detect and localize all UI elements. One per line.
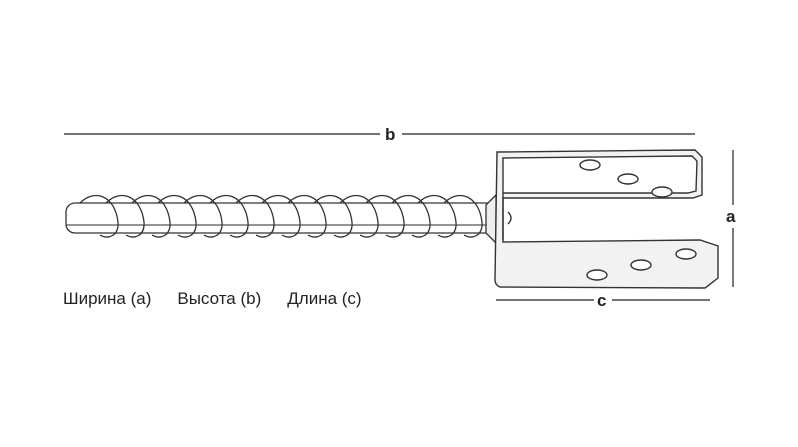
dimension-c: c — [496, 291, 710, 310]
dimension-b: b — [64, 125, 695, 144]
bracket-hole — [586, 269, 608, 281]
dimension-b-label: b — [385, 125, 395, 144]
screw-shaft — [65, 193, 497, 245]
u-bracket — [494, 149, 719, 289]
dimension-c-label: c — [597, 291, 606, 310]
bracket-hole — [630, 259, 652, 271]
dimension-a-label: a — [726, 207, 736, 226]
bracket-hole — [579, 159, 601, 171]
legend-length: Длина (c) — [287, 289, 362, 308]
bracket-hole — [675, 248, 697, 260]
dimension-legend: Ширина (a) Высота (b) Длина (c) — [63, 289, 362, 309]
legend-width: Ширина (a) — [63, 289, 152, 308]
screw-thread — [79, 194, 483, 238]
bracket-hole — [617, 173, 639, 185]
legend-height: Высота (b) — [177, 289, 262, 308]
dimension-a: a — [726, 150, 736, 287]
bracket-hole — [651, 186, 673, 198]
